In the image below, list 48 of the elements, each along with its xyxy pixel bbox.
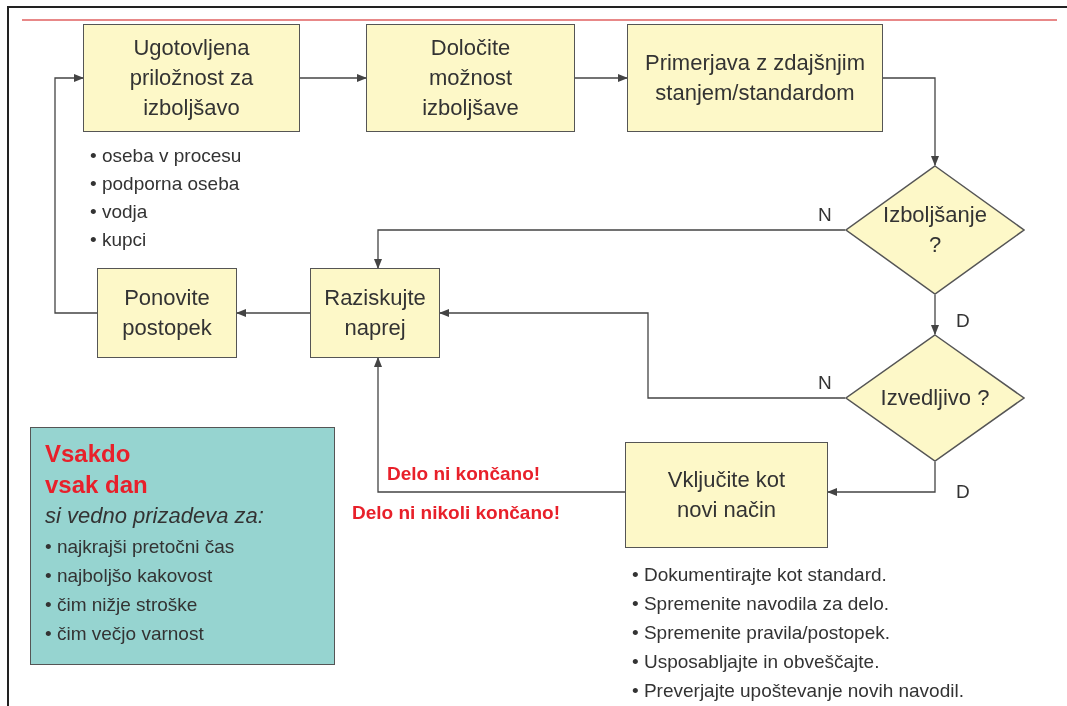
arrow [54,73,98,314]
edge-label: N [818,204,832,226]
list-item: • najboljšo kakovost [45,564,214,588]
process-text: Primerjava z zdajšnjim stanjem/standardom [643,49,867,107]
process-box [366,24,575,132]
process-box [627,24,883,132]
arrow [574,73,629,83]
list-item: • Usposabljajte in obveščajte. [632,650,881,674]
arrow [373,229,846,270]
list-item: • Dokumentirajte kot standard. [632,563,888,587]
note-text: Delo ni nikoli končano! [352,502,560,524]
list-item: • čim nižje stroške [45,593,199,617]
process-text: Raziskujte naprej [323,284,427,342]
edge-label: Delo ni končano! [387,463,541,485]
decision-diamond [845,165,1025,295]
note-heading: Vsakdo vsak dan [45,439,149,500]
edge-label: D [956,310,970,332]
process-text: Ugotovljena priložnost za izboljšavo [128,34,255,122]
arrow [235,308,311,318]
list-item: • najkrajši pretočni čas [45,535,235,559]
list-item: • vodja [90,200,149,224]
process-text: Ponovite postopek [121,284,213,342]
arrow [299,73,368,83]
process-text: Vključite kot novi način [666,466,787,524]
edge-label: D [956,481,970,503]
process-box [97,268,237,358]
edge-label: N [818,372,832,394]
arrow [882,77,940,167]
arrow [373,356,626,493]
process-box [625,442,828,548]
list-item: • Spremenite pravila/postopek. [632,621,891,645]
list-item: • čim večjo varnost [45,622,205,646]
process-box [310,268,440,358]
process-box [83,24,300,132]
list-item: • Spremenite navodila za delo. [632,592,890,616]
decision-diamond [845,334,1025,462]
list-item: • podporna oseba [90,172,241,196]
note-panel [30,427,335,665]
list-item: • kupci [90,228,148,252]
process-text: Določite možnost izboljšave [421,34,520,122]
arrow [930,294,940,336]
list-item: • oseba v procesu [90,144,242,168]
note-subheading: si vedno prizadeva za: [45,502,264,530]
arrow [826,461,936,497]
arrow [438,308,846,399]
decision-text: Izboljšanje ? [882,201,988,259]
decision-text: Izvedljivo ? [880,384,990,412]
list-item: • Preverjajte upoštevanje novih navodil. [632,679,964,703]
